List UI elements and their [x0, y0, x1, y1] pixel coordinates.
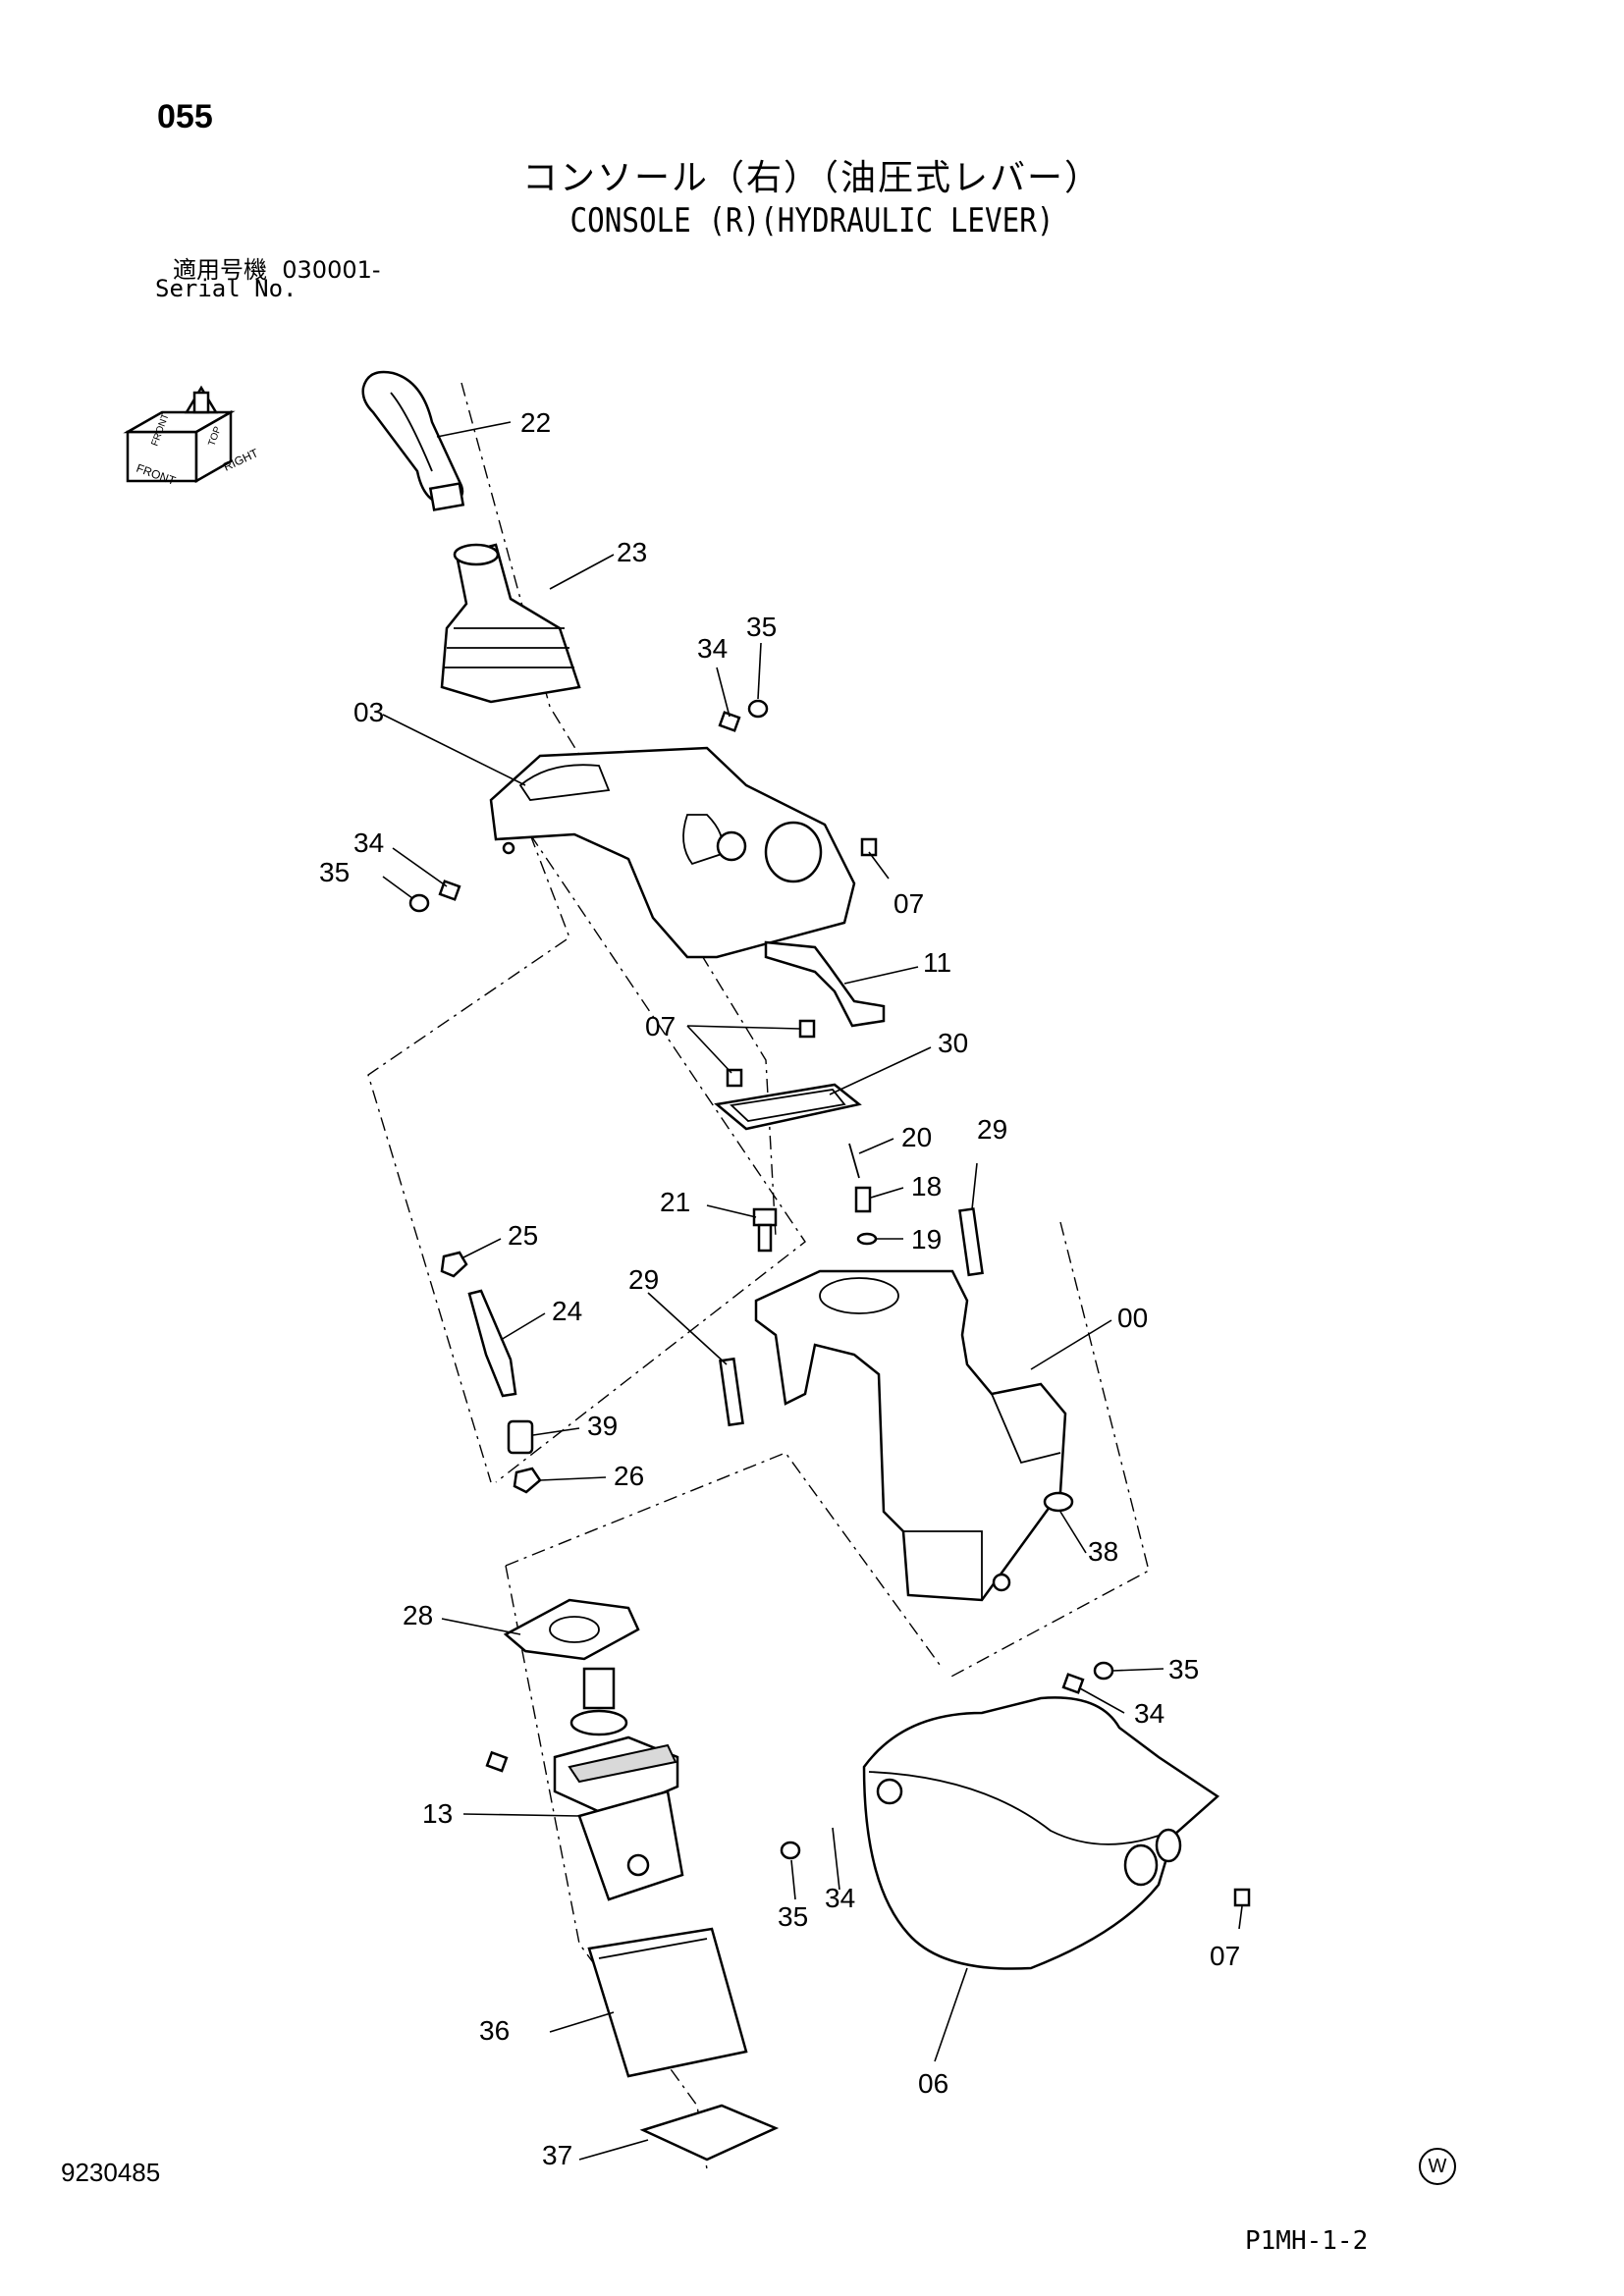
plate-part-24: [467, 1289, 517, 1398]
page-title-english: CONSOLE (R)(HYDRAULIC LEVER): [569, 201, 1055, 240]
callout-06: 06: [918, 2068, 948, 2099]
lower-cover-part-06: [862, 1696, 1220, 1970]
leader-lines: [382, 421, 1243, 2161]
callout-21: 21: [660, 1187, 690, 1217]
callout-26: 26: [614, 1461, 644, 1491]
pin-part-18: [854, 1186, 872, 1213]
callout-35-right: 35: [1168, 1654, 1199, 1684]
page-code: P1MH-1-2: [1245, 2226, 1369, 2256]
callout-34-bottom: 34: [825, 1883, 855, 1913]
nut-part-25: [440, 1251, 468, 1278]
serial-value: 030001-: [282, 256, 381, 284]
callout-35-left: 35: [319, 857, 350, 887]
callout-11: 11: [923, 947, 951, 978]
callout-03: 03: [353, 697, 384, 727]
callout-labels: 22 23 34 35 03 34 35 07 11 07 30 20 29 1…: [319, 407, 1240, 2170]
gasket-part-28: [503, 1598, 640, 1661]
washer-part-19: [856, 1232, 878, 1246]
callout-35-bottom: 35: [778, 1901, 808, 1932]
small-fasteners: [408, 699, 1251, 1907]
spring-part-20: [848, 1143, 860, 1179]
serial-label-jp-text: 適用号機: [173, 256, 267, 284]
callout-07-bottom: 07: [1210, 1941, 1240, 1971]
page-number: 055: [157, 98, 213, 135]
wire-harness-part-11: [764, 940, 886, 1028]
callout-39: 39: [587, 1411, 618, 1441]
w-mark-icon: W: [1419, 2148, 1456, 2185]
callout-22: 22: [520, 407, 551, 438]
callout-24: 24: [552, 1296, 582, 1326]
callout-38: 38: [1088, 1536, 1118, 1567]
callout-18: 18: [911, 1171, 942, 1201]
nut-part-26: [513, 1467, 542, 1494]
callout-36: 36: [479, 2015, 510, 2046]
lower-boot-part-36: [587, 1927, 748, 2078]
callout-25: 25: [508, 1220, 538, 1251]
callout-30: 30: [938, 1028, 968, 1058]
pilot-valve-part-13: [553, 1667, 684, 1901]
console-cover-part-03: [489, 746, 856, 959]
callout-35-top: 35: [746, 612, 777, 642]
plate-part-37: [639, 2104, 780, 2162]
bolt-part-21: [752, 1207, 778, 1253]
callout-07-right: 07: [893, 888, 924, 919]
callout-20: 20: [901, 1122, 932, 1152]
serial-label-japanese: 適用号機 030001-: [173, 250, 381, 285]
strip-part-29-a: [958, 1207, 984, 1277]
callout-00: 00: [1117, 1303, 1148, 1333]
gasket-part-30: [714, 1083, 862, 1131]
callout-29-mid: 29: [628, 1264, 659, 1295]
lever-boot-part-23: [440, 543, 581, 704]
page-title-japanese: コンソール（右）（油圧式レバー）: [521, 158, 1102, 198]
lever-grip-part-22: [361, 370, 465, 511]
orientation-arrows-icon: FRONT RIGHT TOP FRONT: [123, 385, 261, 488]
strip-part-29-b: [719, 1357, 744, 1427]
document-number: 9230485: [61, 2158, 161, 2187]
callout-29-top: 29: [977, 1114, 1007, 1145]
bracket-part-00: [754, 1269, 1067, 1602]
callout-28: 28: [403, 1600, 433, 1630]
callout-13: 13: [422, 1798, 453, 1829]
serial-label-english: Serial No.: [155, 275, 298, 302]
callout-07-mid: 07: [645, 1011, 676, 1041]
callout-34-top: 34: [697, 633, 728, 664]
callout-34-left: 34: [353, 828, 384, 858]
callout-37: 37: [542, 2140, 572, 2170]
spacer-part-39: [507, 1419, 534, 1455]
callout-19: 19: [911, 1224, 942, 1255]
callout-23: 23: [617, 537, 647, 567]
clip-part-38: [1043, 1491, 1074, 1513]
callout-34-right: 34: [1134, 1698, 1164, 1729]
